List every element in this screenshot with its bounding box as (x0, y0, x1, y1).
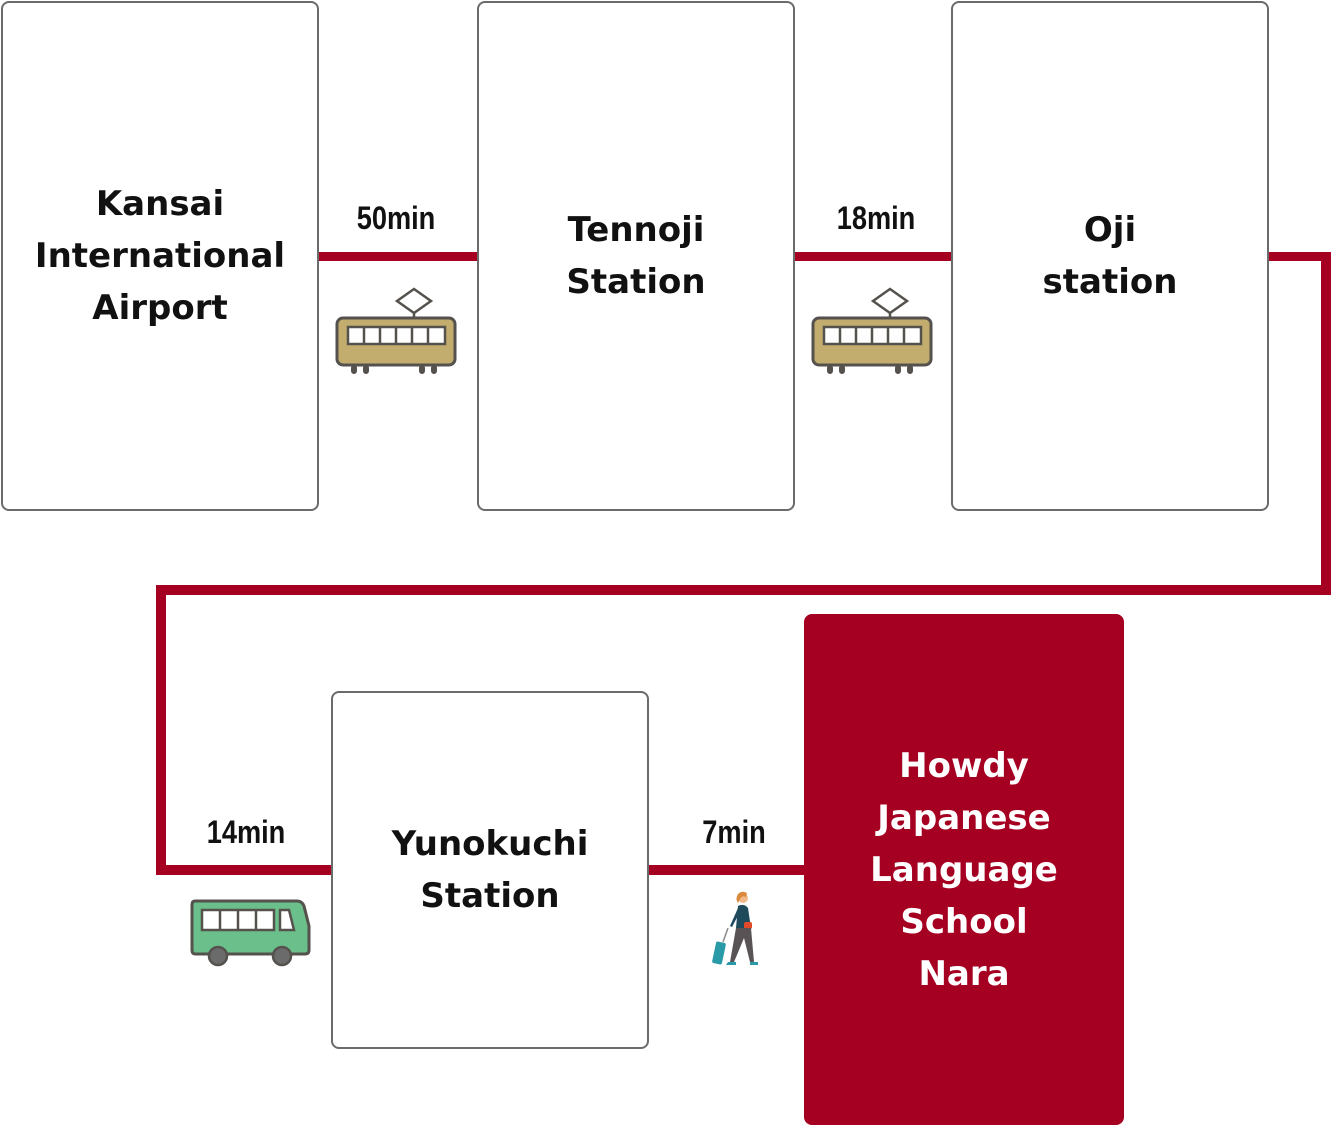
destination-howdy-school: Howdy Japanese Language School Nara (804, 614, 1124, 1125)
route-line-3a (1269, 252, 1331, 261)
duration-label: 14min (206, 814, 286, 850)
route-line-4 (649, 865, 805, 875)
route-line-3c (156, 585, 1331, 595)
station-kansai-airport: Kansai International Airport (1, 1, 319, 511)
route-line-1 (319, 252, 477, 261)
station-label: Tennoji Station (566, 210, 706, 302)
route-line-3b (1321, 252, 1331, 594)
route-line-2 (795, 252, 951, 261)
station-yunokuchi: Yunokuchi Station (331, 691, 649, 1049)
destination-label: Howdy Japanese Language School Nara (870, 745, 1058, 994)
walking-traveler-icon (712, 891, 758, 965)
bus-icon (190, 899, 311, 967)
station-tennoji: Tennoji Station (477, 1, 795, 511)
station-label: Oji station (1042, 210, 1178, 302)
train-icon (335, 287, 457, 374)
route-line-3e (156, 865, 331, 875)
route-line-3d (156, 585, 166, 875)
duration-label: 50min (356, 200, 436, 236)
station-label: Kansai International Airport (34, 184, 286, 328)
station-oji: Oji station (951, 1, 1269, 511)
station-label: Yunokuchi Station (391, 824, 589, 916)
train-icon (811, 287, 933, 374)
duration-label: 7min (702, 814, 766, 850)
duration-label: 18min (836, 200, 916, 236)
